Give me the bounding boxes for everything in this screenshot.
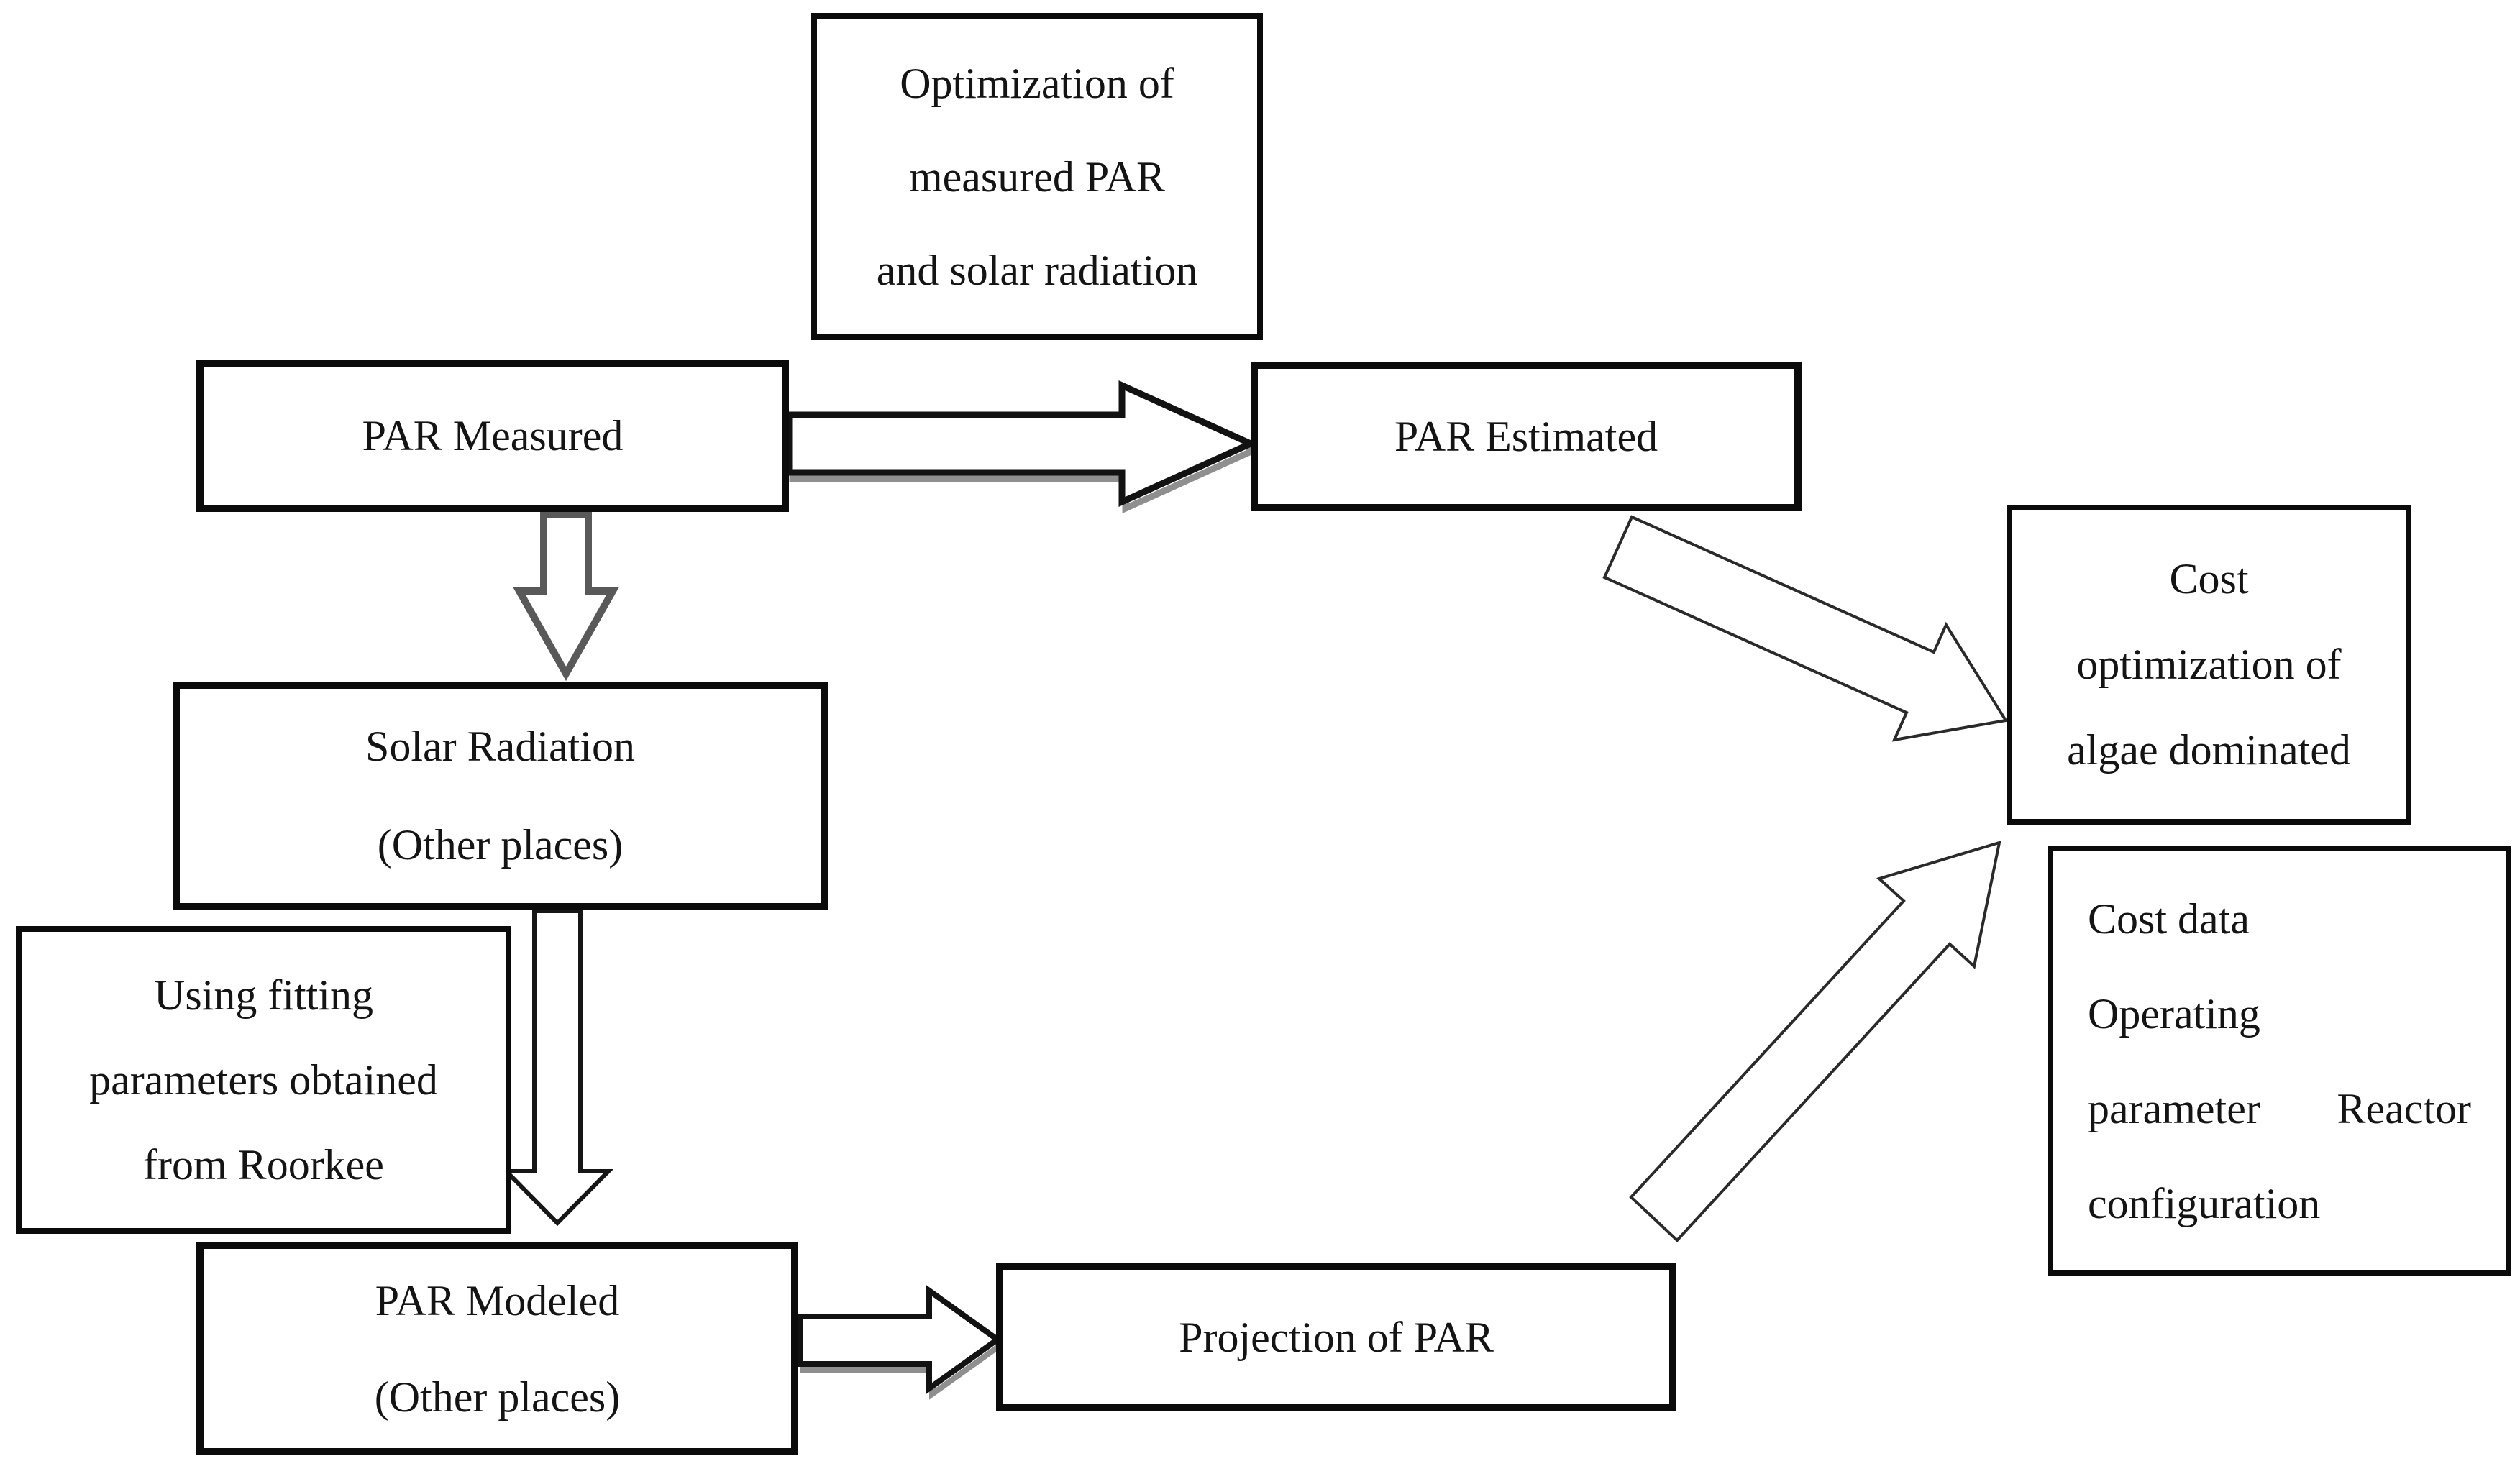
node-cost-data: Cost data Operating parameter Reactor co…: [2048, 846, 2511, 1276]
arrow-modeled-to-projection-shadow: [800, 1291, 1005, 1400]
arrow-measured-to-estimated: [785, 380, 1259, 507]
node-optimization-line1: Optimization of: [900, 59, 1174, 107]
node-par-estimated-label: PAR Estimated: [1394, 412, 1658, 460]
arrow-measured-to-estimated-shadow: [789, 387, 1262, 513]
arrow-measured-to-solar: [513, 511, 619, 682]
node-solar-radiation: Solar Radiation (Other places): [173, 682, 828, 910]
node-solar-radiation-line2: (Other places): [377, 821, 624, 869]
node-par-measured-label: PAR Measured: [362, 411, 624, 459]
arrow-estimated-to-cost: [1602, 515, 2009, 742]
node-solar-radiation-line1: Solar Radiation: [365, 723, 635, 770]
node-cost-data-line1: Cost data: [2088, 894, 2250, 943]
node-cost-data-line2: Operating: [2088, 989, 2260, 1038]
node-cost-optimization-line2: optimization of: [2076, 641, 2342, 688]
node-cost-data-line3-right: Reactor: [2337, 1084, 2471, 1132]
node-projection-of-par: Projection of PAR: [996, 1263, 1676, 1411]
node-par-estimated: PAR Estimated: [1251, 362, 1802, 511]
arrow-modeled-to-projection: [797, 1285, 1003, 1394]
node-cost-optimization: Cost optimization of algae dominated: [2007, 505, 2411, 825]
arrow-solar-to-modeled: [501, 909, 614, 1227]
node-optimization-line3: and solar radiation: [876, 246, 1198, 294]
node-cost-optimization-line1: Cost: [2169, 555, 2249, 603]
arrow-projection-to-cost: [1629, 841, 2001, 1242]
node-cost-data-line3-left: parameter: [2088, 1084, 2260, 1132]
node-par-modeled-line1: PAR Modeled: [375, 1276, 620, 1324]
node-par-modeled-line2: (Other places): [374, 1373, 621, 1421]
node-cost-data-line4: configuration: [2088, 1179, 2321, 1227]
node-par-modeled: PAR Modeled (Other places): [196, 1242, 798, 1455]
node-cost-optimization-line3: algae dominated: [2067, 726, 2351, 774]
node-fitting-parameters-line3: from Roorkee: [143, 1141, 384, 1189]
node-optimization: Optimization of measured PAR and solar r…: [811, 13, 1263, 340]
node-fitting-parameters-line1: Using fitting: [153, 971, 373, 1019]
node-fitting-parameters: Using fitting parameters obtained from R…: [16, 926, 511, 1234]
node-optimization-line2: measured PAR: [908, 152, 1166, 201]
node-fitting-parameters-line2: parameters obtained: [89, 1056, 438, 1104]
node-cost-data-line3: parameter Reactor: [2088, 1061, 2471, 1156]
node-par-measured: PAR Measured: [196, 360, 789, 512]
node-projection-of-par-label: Projection of PAR: [1179, 1313, 1494, 1361]
